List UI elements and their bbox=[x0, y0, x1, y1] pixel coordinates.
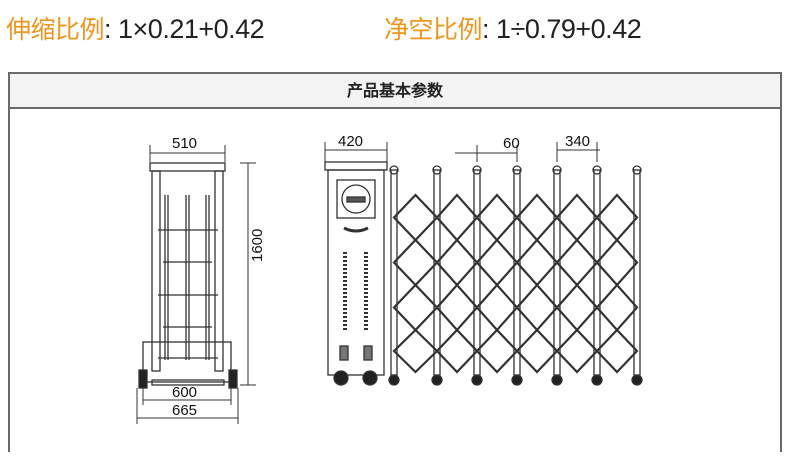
lattice-link bbox=[392, 193, 439, 242]
side-dimensions bbox=[324, 142, 600, 162]
front-dimensions bbox=[136, 145, 256, 424]
lattice-link bbox=[435, 238, 479, 287]
lattice-link bbox=[515, 283, 559, 332]
post-wheel bbox=[511, 374, 523, 386]
gate-post bbox=[473, 169, 481, 376]
post-wheel bbox=[591, 374, 603, 386]
dim-1600: 1600 bbox=[249, 229, 266, 262]
gate-post bbox=[593, 169, 601, 376]
product-parameters-panel: 产品基本参数 bbox=[8, 72, 782, 452]
post-wheel bbox=[551, 374, 563, 386]
lattice-link bbox=[392, 283, 439, 332]
post-cap bbox=[472, 165, 482, 175]
clearance-ratio-value: : 1÷0.79+0.42 bbox=[482, 14, 642, 44]
post-cap bbox=[432, 165, 442, 175]
lattice-link bbox=[555, 193, 599, 242]
panel-title: 产品基本参数 bbox=[10, 74, 780, 109]
lattice-link bbox=[595, 328, 639, 374]
scissor-gate bbox=[388, 165, 643, 386]
lattice-link bbox=[595, 238, 639, 287]
lattice-link bbox=[475, 328, 519, 374]
post-cap bbox=[389, 165, 399, 175]
post-wheel bbox=[471, 374, 483, 386]
lattice-link bbox=[475, 283, 519, 332]
dim-420: 420 bbox=[338, 133, 363, 150]
post-wheel bbox=[631, 374, 643, 386]
stretch-ratio: 伸缩比例: 1×0.21+0.42 bbox=[6, 10, 265, 46]
post-wheel bbox=[388, 374, 400, 386]
lattice-link bbox=[595, 193, 639, 242]
stretch-ratio-value: : 1×0.21+0.42 bbox=[104, 14, 265, 44]
lattice-link bbox=[435, 328, 479, 374]
lattice-link bbox=[435, 283, 479, 332]
front-view bbox=[138, 162, 238, 389]
gate-post bbox=[433, 169, 441, 376]
gate-post bbox=[513, 169, 521, 376]
lattice-link bbox=[475, 193, 519, 242]
post-cap bbox=[592, 165, 602, 175]
lattice-link bbox=[515, 328, 559, 374]
post-cap bbox=[552, 165, 562, 175]
gate-post bbox=[633, 169, 641, 376]
clearance-ratio: 净空比例: 1÷0.79+0.42 bbox=[384, 10, 642, 46]
gate-post bbox=[553, 169, 561, 376]
lattice-link bbox=[595, 283, 639, 332]
lattice-link bbox=[392, 238, 439, 287]
clearance-ratio-label: 净空比例 bbox=[384, 15, 483, 44]
lattice-link bbox=[515, 193, 559, 242]
dim-60: 60 bbox=[503, 135, 520, 152]
dim-340: 340 bbox=[565, 133, 590, 150]
dim-600: 600 bbox=[172, 384, 197, 401]
gate-post bbox=[390, 169, 398, 376]
lattice-link bbox=[475, 238, 519, 287]
stretch-ratio-label: 伸缩比例 bbox=[6, 15, 105, 44]
motor-housing bbox=[324, 161, 388, 386]
post-cap bbox=[512, 165, 522, 175]
dim-665: 665 bbox=[172, 402, 197, 419]
lattice-link bbox=[555, 238, 599, 287]
lattice-link bbox=[435, 193, 479, 242]
dim-510: 510 bbox=[172, 135, 197, 152]
lattice-link bbox=[515, 238, 559, 287]
lattice-link bbox=[555, 328, 599, 374]
post-wheel bbox=[431, 374, 443, 386]
lattice-link bbox=[555, 283, 599, 332]
lattice-link bbox=[392, 328, 439, 374]
post-cap bbox=[632, 165, 642, 175]
